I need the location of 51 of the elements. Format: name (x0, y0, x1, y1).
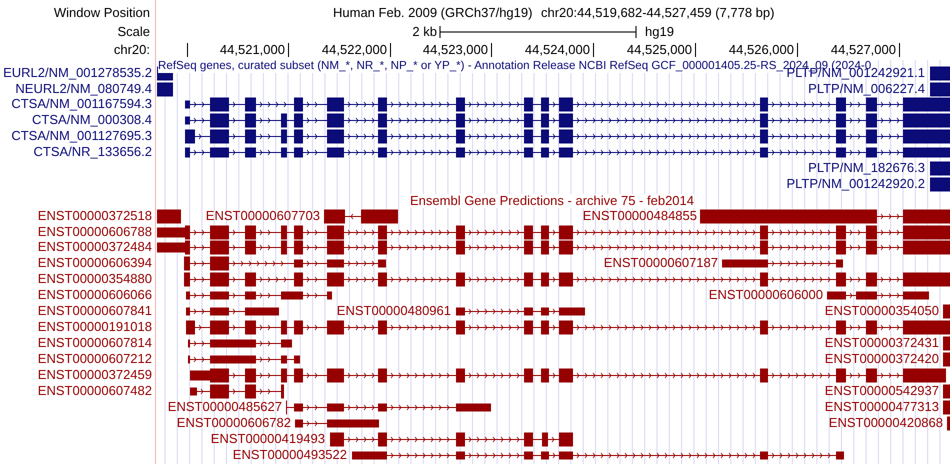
header-text: Human Feb. 2009 (GRCh37/hg19) (333, 6, 532, 20)
ruler-label: 44,524,000 (524, 43, 590, 57)
transcript-label: ENST00000354050 (824, 304, 939, 318)
transcript-label: ENST00000420868 (828, 416, 943, 430)
transcript-label: CTSA/NM_001127695.3 (11, 129, 152, 143)
transcript-label: ENST00000191018 (38, 320, 152, 334)
transcript-label: ENST00000372484 (38, 240, 152, 254)
transcript-label: ENST00000480961 (336, 304, 451, 318)
track-title: Ensembl Gene Predictions - archive 75 - feb2014 (410, 194, 694, 208)
transcript-label: CTSA/NM_000308.4 (32, 113, 152, 127)
ruler-label: 44,523,000 (422, 43, 488, 57)
transcript-label: PLTP/NM_001242920.2 (786, 177, 925, 191)
transcript-label: ENST00000484855 (582, 209, 697, 223)
transcript-label: ENST00000607187 (604, 256, 718, 270)
header-text: Scale (117, 25, 150, 39)
transcript-label: ENST00000607703 (206, 209, 320, 223)
transcript-label: ENST00000542937 (824, 384, 939, 398)
transcript-label: ENST00000607841 (38, 304, 152, 318)
transcript-label: NEURL2/NM_080749.4 (15, 82, 152, 96)
ruler-label: 44,522,000 (322, 43, 387, 57)
header-text: chr20:44,519,682-44,527,459 (7,778 bp) (541, 6, 774, 20)
ruler-label: 44,527,000 (830, 43, 896, 57)
ruler-label: 44,526,000 (728, 43, 794, 57)
transcript-label: ENST00000606394 (38, 256, 152, 270)
transcript-label: ENST00000372431 (824, 336, 939, 350)
transcript-label: ENST00000354880 (38, 272, 152, 286)
header-text: chr20: (114, 43, 150, 57)
transcript-label: ENST00000372518 (38, 209, 152, 223)
transcript-label: ENST00000606782 (176, 416, 291, 430)
transcript-label: ENST00000607482 (38, 384, 152, 398)
transcript-label: ENST00000372420 (824, 352, 939, 366)
transcript-label: ENST00000606000 (708, 288, 823, 302)
transcript-label: ENST00000419493 (210, 432, 325, 446)
transcript-label: ENST00000372459 (38, 368, 152, 382)
ruler-label: 44,521,000 (220, 43, 285, 57)
transcript-label: EURL2/NM_001278535.2 (3, 66, 152, 80)
header-text: hg19 (645, 25, 674, 39)
header-text: Window Position (54, 6, 150, 20)
transcript-label: ENST00000606066 (38, 288, 152, 302)
transcript-label: PLTP/NM_182676.3 (808, 161, 925, 175)
transcript-label: ENST00000607212 (38, 352, 152, 366)
transcript-label: CTSA/NM_001167594.3 (11, 97, 152, 111)
transcript-label: ENST00000485627 (168, 400, 282, 414)
transcript-label: ENST00000493522 (232, 448, 347, 462)
header-text: 2 kb (412, 25, 437, 39)
transcript-label: ENST00000607814 (38, 336, 152, 350)
transcript-label: ENST00000477313 (824, 400, 939, 414)
transcript-label: PLTP/NM_006227.4 (808, 82, 925, 96)
ruler-label: 44,525,000 (626, 43, 692, 57)
transcript-label: CTSA/NR_133656.2 (33, 145, 152, 159)
transcript-label: ENST00000606788 (38, 225, 152, 239)
